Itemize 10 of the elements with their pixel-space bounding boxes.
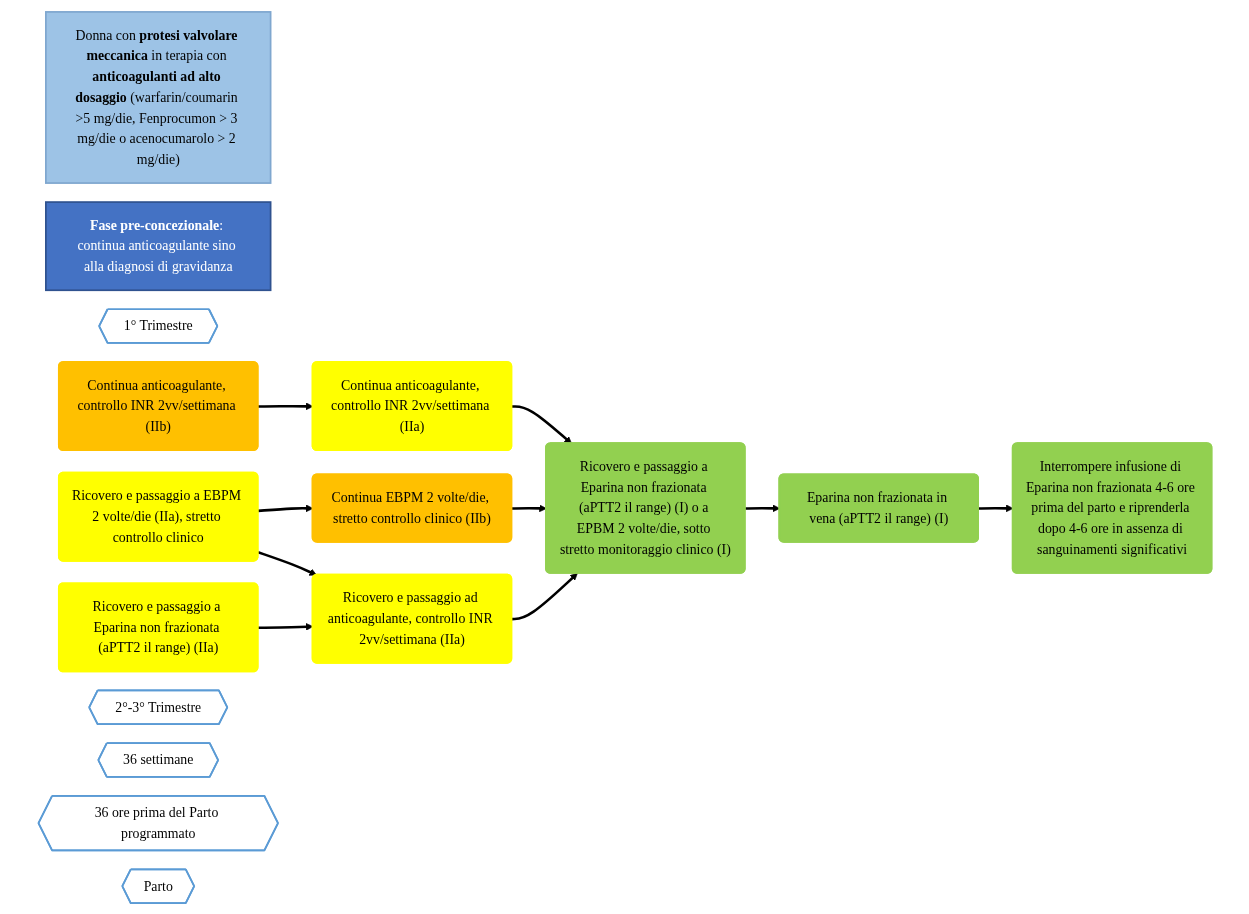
flowchart-diagram: Donna con protesi valvolare meccanica in terapia con anticoagulanti ad alto dosaggio (warfarin/coumarin >5 mg/die, Fenprocumon > 3 mg/die o acenocumarolo > 2 mg/die) Fase pre-concezionale: continua anticoagulante sino alla diagnosi di gravidanza 1° Trimestre Continua anticoagulante, controllo INR 2vv/settimana (IIb) Ricovero e passaggio a EBPM 2 volte/die (IIa), stretto controllo clinico Ricovero e passaggio a Eparina non frazionata (aPTT2 il range) (IIa) 2°-3° Trimestre Continua anticoagulante, controllo INR 2vv/settimana (IIa) Continua EBPM 2 volte/die, stretto controllo clinico (IIb) Ricovero e passaggio ad anticoagulante, controllo INR 2vv/settimana (IIa) 36 settimane Ricovero e passaggio a Eparina non frazionata (aPTT2 il range) (I) o a EPBM 2 volte/die, sotto stretto monitoraggio clinico (I) 36 ore prima del Parto programmato Eparina non frazionata in vena (aPTT2 il range) (I) Parto Interrompere infusione di Eparina non frazionata 4-6 ore prima del parto e riprenderla dopo 4-6 ore in assenza di sanguinamenti significativi bbox=[4, 4, 1245, 910]
node-box bbox=[44, 10, 271, 184]
arrow bbox=[978, 504, 1013, 512]
arrow bbox=[257, 402, 313, 410]
node-box bbox=[44, 200, 271, 291]
arrow bbox=[257, 622, 313, 631]
arrow bbox=[257, 550, 317, 576]
arrow bbox=[511, 404, 572, 444]
arrow bbox=[257, 504, 313, 512]
arrow bbox=[511, 572, 578, 620]
